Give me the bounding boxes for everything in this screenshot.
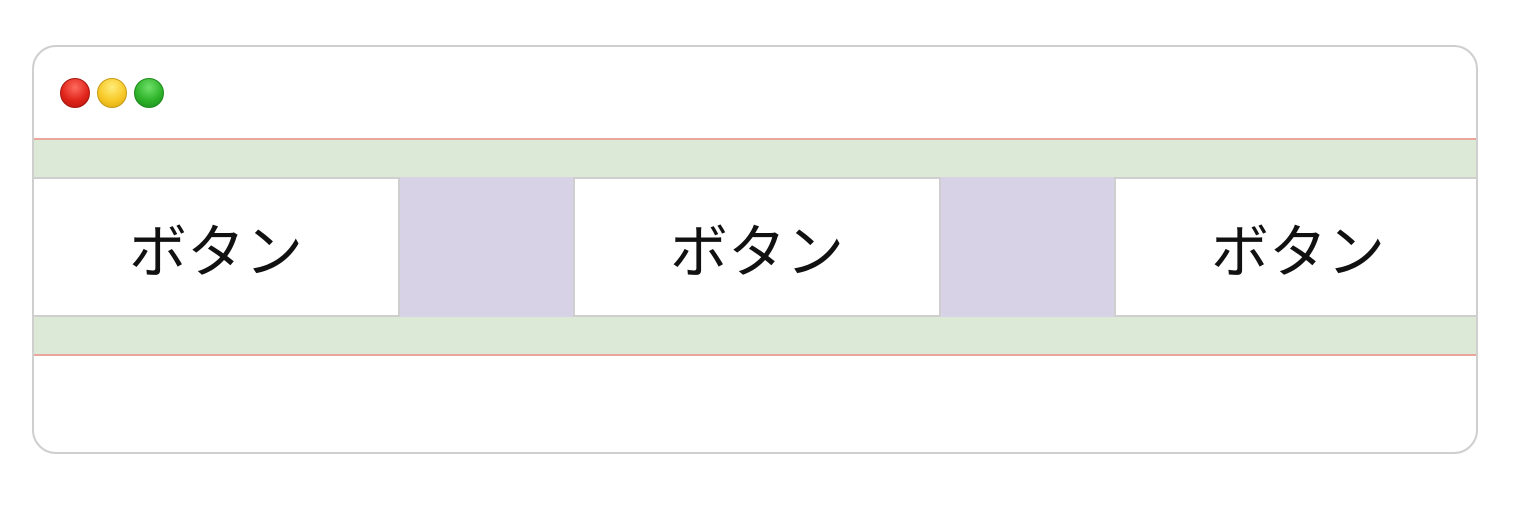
browser-window: ボタン ボタン ボタン	[32, 45, 1478, 454]
flex-container: ボタン ボタン ボタン	[34, 138, 1476, 356]
window-titlebar	[34, 47, 1476, 139]
button-1[interactable]: ボタン	[34, 177, 400, 317]
button-2[interactable]: ボタン	[573, 177, 941, 317]
minimize-window-button[interactable]	[97, 78, 127, 108]
close-window-button[interactable]	[60, 78, 90, 108]
maximize-window-button[interactable]	[134, 78, 164, 108]
button-row: ボタン ボタン ボタン	[34, 177, 1476, 317]
button-3[interactable]: ボタン	[1114, 177, 1476, 317]
